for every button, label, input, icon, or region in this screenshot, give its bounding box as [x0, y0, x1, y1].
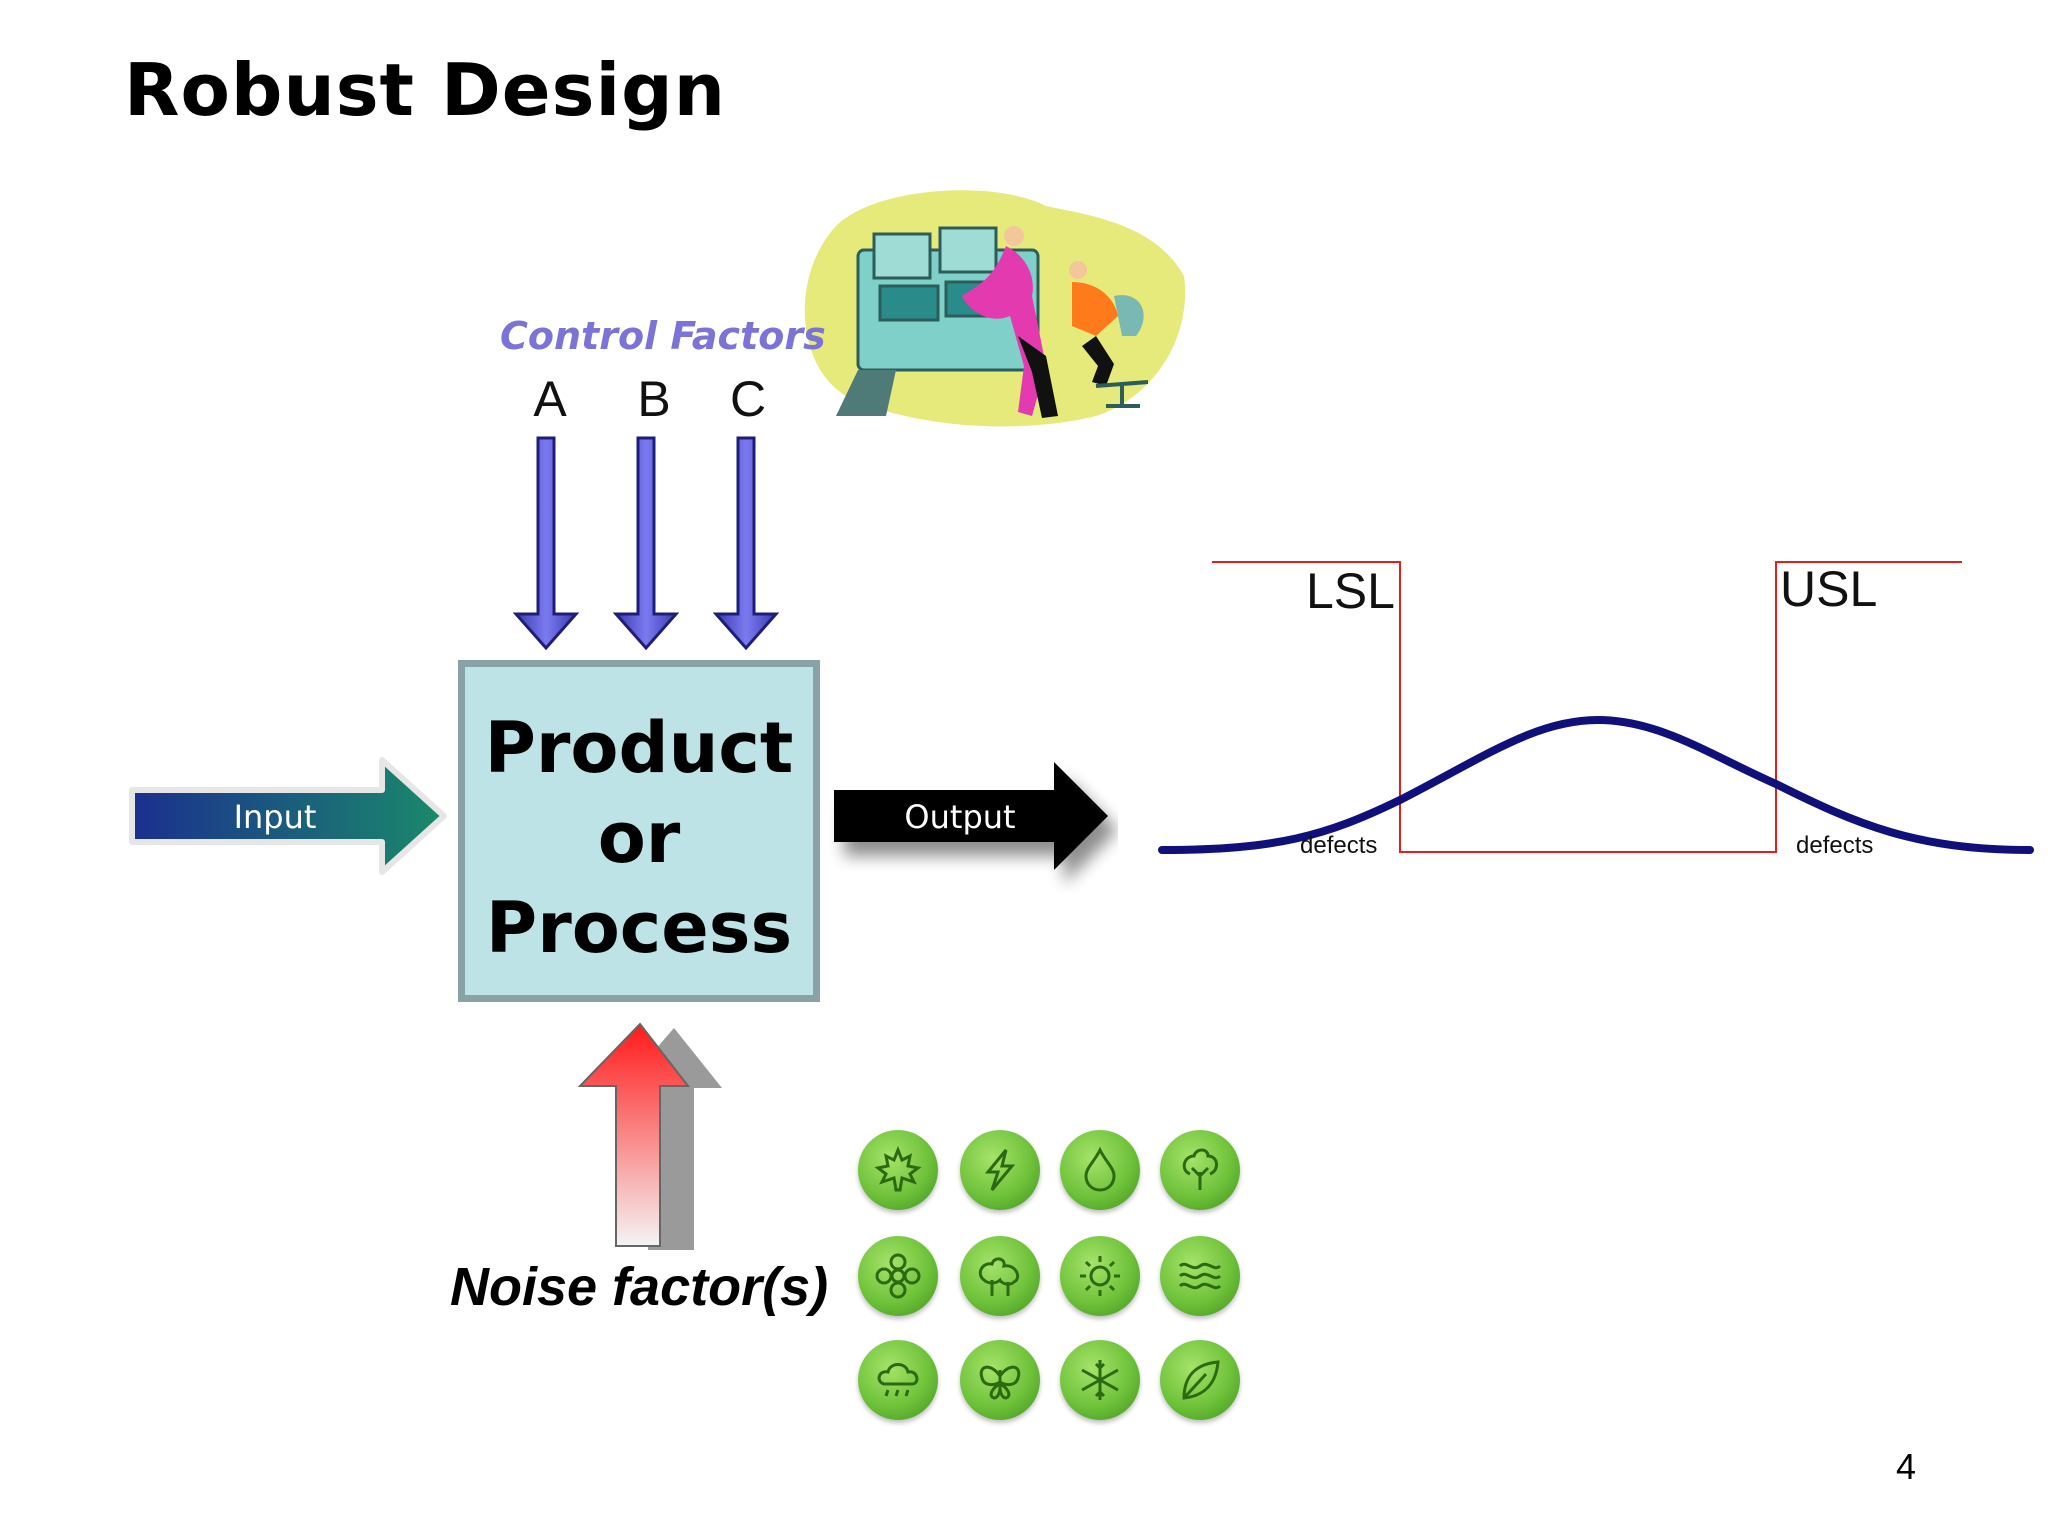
bell-curve	[1158, 715, 2034, 854]
spec-limit-lines	[1212, 561, 1962, 853]
control-arrow-b	[612, 436, 680, 651]
process-line-process: Process	[485, 887, 793, 969]
control-room-clipart	[804, 190, 1186, 427]
snowflake-icon	[1060, 1340, 1140, 1420]
process-line-product: Product	[484, 707, 794, 789]
sun-icon	[1060, 1236, 1140, 1316]
slide-title: Robust Design	[124, 48, 726, 132]
butterfly-icon	[960, 1340, 1040, 1420]
tree-icon	[1160, 1130, 1240, 1210]
noise-arrow	[577, 1022, 722, 1250]
defects-left-label: defects	[1300, 832, 1378, 859]
trees-icon	[960, 1236, 1040, 1316]
control-factor-c: C	[729, 371, 767, 427]
lightning-icon	[960, 1130, 1040, 1210]
distribution-graph	[1158, 561, 2034, 854]
water-drop-icon	[1060, 1130, 1140, 1210]
lsl-label: LSL	[1306, 563, 1395, 619]
input-label: Input	[233, 798, 317, 836]
usl-label: USL	[1780, 561, 1878, 617]
waves-icon	[1160, 1236, 1240, 1316]
maple-leaf-icon	[858, 1130, 938, 1210]
control-arrow-a	[512, 436, 580, 651]
input-arrow	[129, 757, 447, 875]
leaf-icon	[1160, 1340, 1240, 1420]
defects-right-label: defects	[1796, 832, 1874, 859]
control-arrow-c	[712, 436, 780, 651]
rain-cloud-icon	[858, 1340, 938, 1420]
control-factor-a: A	[533, 371, 567, 427]
page-number: 4	[1896, 1446, 1917, 1487]
control-factors-label: Control Factors	[500, 314, 826, 358]
output-label: Output	[904, 798, 1016, 836]
control-arrows	[512, 436, 780, 651]
process-box: Product or Process	[458, 660, 820, 1002]
output-arrow	[834, 762, 1108, 870]
noise-factor-label: Noise factor(s)	[450, 1257, 829, 1317]
control-factor-b: B	[637, 371, 671, 427]
process-line-or: or	[597, 797, 681, 879]
flower-icon	[858, 1236, 938, 1316]
